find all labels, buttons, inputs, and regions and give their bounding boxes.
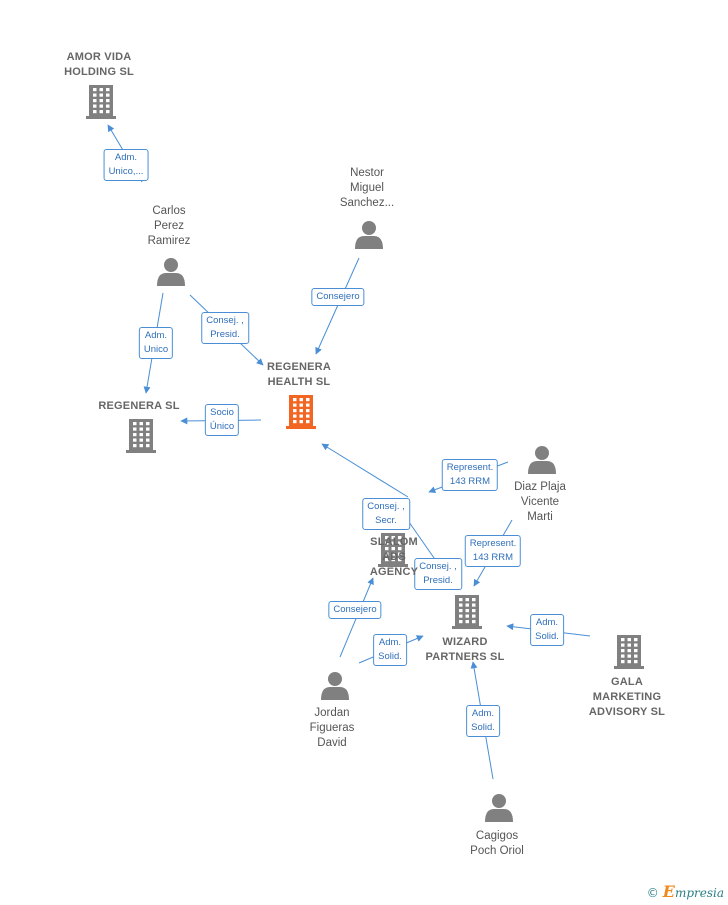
edge-label-jordan-to-slalom[interactable]: Consejero [328, 601, 382, 619]
edge-label-carlos-to-amor[interactable]: Adm. Unico,... [103, 149, 149, 181]
edge-label-slalom-to-wizard[interactable]: Consej. , Presid. [414, 558, 462, 590]
person-icon-jordan[interactable] [321, 672, 349, 700]
building-icon-wizard[interactable] [452, 595, 482, 629]
node-label-jordan[interactable]: Jordan Figueras David [309, 707, 355, 749]
node-label-diaz[interactable]: Diaz Plaja Vicente Marti [514, 481, 566, 523]
edge-label-regenera_health-to-regenera[interactable]: Socio Único [204, 404, 240, 436]
edge-label-jordan-to-wizard[interactable]: Adm. Solid. [373, 634, 407, 666]
edge-label-nestor-to-regenera_health[interactable]: Consejero [311, 288, 365, 306]
building-icon-gala[interactable] [614, 635, 644, 669]
edge-label-diaz-to-slalom[interactable]: Represent. 143 RRM [441, 459, 499, 491]
node-label-nestor[interactable]: Nestor Miguel Sanchez... [339, 167, 395, 209]
person-icon-diaz[interactable] [528, 446, 556, 474]
edge-label-gala-to-wizard[interactable]: Adm. Solid. [530, 614, 564, 646]
building-icon-regenera_health[interactable] [286, 395, 316, 429]
person-icon-nestor[interactable] [355, 221, 383, 249]
brand-initial: E [662, 882, 675, 901]
node-label-regenera_health[interactable]: REGENERA HEALTH SL [267, 361, 331, 388]
person-icon-cagigos[interactable] [485, 794, 513, 822]
node-label-amor[interactable]: AMOR VIDA HOLDING SL [64, 51, 134, 78]
node-label-wizard[interactable]: WIZARD PARTNERS SL [425, 636, 505, 663]
copyright-symbol: © [646, 886, 659, 900]
edge-slalom-to-regenera_health [321, 443, 409, 498]
edge-label-slalom-to-regenera_health[interactable]: Consej. , Secr. [362, 498, 410, 530]
person-icon-carlos[interactable] [157, 258, 185, 286]
node-label-cagigos[interactable]: Cagigos Poch Oriol [470, 830, 524, 857]
building-icon-regenera[interactable] [126, 419, 156, 453]
node-label-slalom[interactable]: SLALOM ADS AGENCY [369, 536, 419, 578]
edge-nestor-to-regenera_health [315, 257, 360, 355]
building-icon-amor[interactable] [86, 85, 116, 119]
edge-label-cagigos-to-wizard[interactable]: Adm. Solid. [466, 705, 500, 737]
building-icon-slalom[interactable] [378, 533, 408, 567]
edge-label-carlos-to-regenera_health[interactable]: Consej. , Presid. [201, 312, 249, 344]
node-label-carlos[interactable]: Carlos Perez Ramirez [147, 205, 191, 247]
edge-label-carlos-to-regenera[interactable]: Adm. Unico [138, 327, 174, 359]
node-label-regenera[interactable]: REGENERA SL [98, 400, 180, 412]
edge-label-diaz-to-wizard[interactable]: Represent. 143 RRM [464, 535, 522, 567]
empresia-logo[interactable]: ©Empresia [647, 882, 724, 901]
node-label-gala[interactable]: GALA MARKETING ADVISORY SL [588, 676, 666, 718]
brand-name: mpresia [674, 886, 724, 900]
